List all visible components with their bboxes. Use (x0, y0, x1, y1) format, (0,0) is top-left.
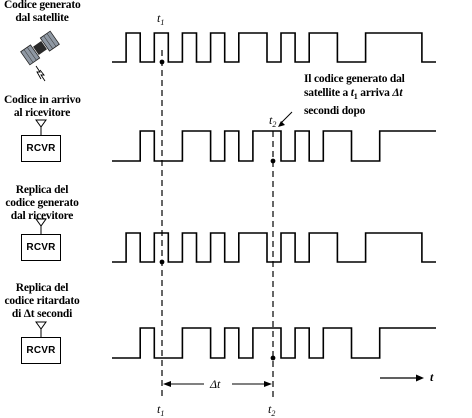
incoming-code-waveform (112, 130, 436, 162)
annotation-pointer-arrow (278, 111, 293, 127)
antenna-icon (35, 119, 47, 135)
satellite-icon (20, 30, 60, 82)
time-axis-arrow (380, 374, 424, 382)
t2-top-label: t2 (269, 113, 277, 129)
delta-t-label: Δt (210, 377, 221, 391)
receiver-box: RCVR (21, 234, 61, 261)
delayed-replica-waveform (112, 327, 436, 359)
delta-t-interval-arrow (163, 381, 272, 387)
receiver-replica-label: Replica del codice generato dal ricevito… (5, 184, 79, 222)
time-axis-label: t (430, 370, 434, 384)
receiver-box: RCVR (21, 135, 61, 162)
t2-marker-dot (270, 355, 276, 361)
t1-top-label: t1 (157, 11, 165, 27)
satellite-code-waveform (112, 32, 436, 63)
incoming-code-label: Codice in arrivo al ricevitore (4, 94, 81, 119)
t1-marker-dot (159, 59, 165, 65)
delay-annotation: Il codice generato dal satellite a t1 ar… (304, 73, 405, 117)
receiver-box: RCVR (21, 337, 61, 364)
antenna-icon (35, 218, 47, 234)
t2-marker-dot (270, 158, 276, 164)
t1-bottom-label: t1 (157, 402, 165, 418)
antenna-icon (35, 321, 47, 337)
delayed-replica-label: Replica del codice ritardato di Δt secon… (4, 282, 80, 320)
receiver-replica-waveform (112, 232, 436, 263)
t1-marker-dot (159, 259, 165, 265)
satellite-code-label: Codice generato dal satellite (4, 0, 81, 24)
t2-bottom-label: t2 (268, 402, 276, 418)
